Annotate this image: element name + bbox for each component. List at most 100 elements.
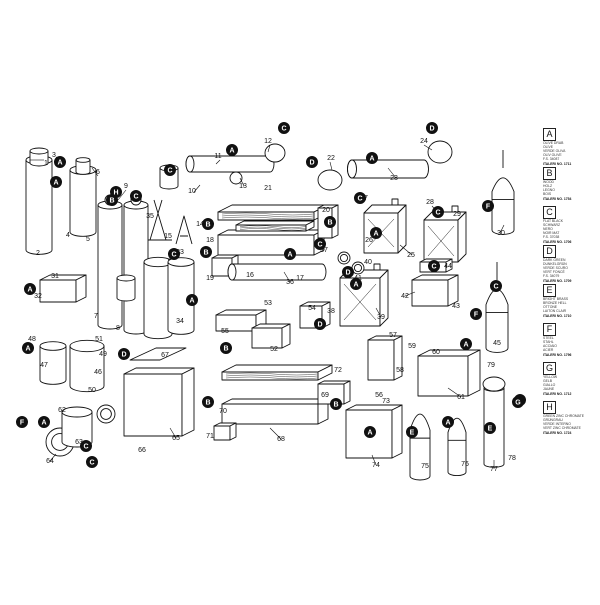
colour-callout-a: A — [226, 144, 238, 156]
colour-callout-a: A — [460, 338, 472, 350]
part-number: 51 — [95, 336, 103, 343]
drum-49 — [69, 339, 105, 393]
legend-colour-name: F.S. 37038 — [543, 235, 560, 239]
legend-key-e: E — [543, 284, 556, 297]
colour-callout-letter: A — [353, 282, 358, 289]
part-number: 54 — [308, 305, 316, 312]
colour-callout-letter: A — [367, 430, 372, 437]
part-number: 20 — [322, 207, 330, 214]
colour-callout-letter: B — [205, 400, 210, 407]
legend-paint-ref: ITALERI NO. 1754 — [543, 197, 572, 201]
part-number: 38 — [327, 308, 335, 315]
cap-37 — [337, 251, 351, 265]
end-cap-12 — [264, 143, 286, 163]
part-number: 25 — [407, 252, 415, 259]
legend-colour-name: F.S. 34079 — [543, 274, 560, 278]
part-number: 10 — [188, 188, 196, 195]
part-number: 77 — [490, 466, 498, 473]
part-number: 56 — [375, 392, 383, 399]
legend-key-g: G — [543, 362, 556, 375]
legend-colour-name: JAUNE — [543, 387, 555, 391]
parts-drawings — [25, 140, 515, 481]
part-number: 21 — [264, 185, 272, 192]
drum-47 — [39, 341, 67, 385]
legend-colour-name: ACCIAIO — [543, 344, 557, 348]
leader-line — [117, 189, 127, 201]
part-number: 45 — [493, 340, 501, 347]
leader-line — [91, 167, 99, 177]
leader-line — [49, 453, 57, 462]
part-number: 71 — [206, 433, 214, 440]
colour-callout-letter: B — [327, 220, 332, 227]
part-number: 65 — [172, 435, 180, 442]
part-number: 31 — [51, 273, 59, 280]
shell-30 — [491, 177, 515, 235]
cap-40 — [351, 261, 365, 275]
jerry-can-28 — [423, 205, 467, 263]
part-number: 30 — [497, 230, 505, 237]
colour-callout-letter: A — [41, 420, 46, 427]
legend-key-h: H — [543, 401, 556, 414]
part-number: 70 — [219, 408, 227, 415]
colour-callout-letter: E — [488, 426, 493, 433]
part-number: 13 — [239, 183, 247, 190]
colour-callout-a: A — [50, 176, 62, 188]
colour-callout-letter: C — [83, 444, 88, 451]
legend-colour-name: GELB — [543, 379, 553, 383]
crate-lid-69 — [221, 364, 333, 381]
colour-callout-c: C — [278, 122, 290, 134]
colour-callout-b: B — [202, 396, 214, 408]
helmet-22 — [317, 169, 343, 191]
legend-colour-name: OLIVE DRAB — [543, 141, 564, 145]
part-number: 9 — [124, 183, 128, 190]
part-number: 39 — [377, 314, 385, 321]
colour-callout-letter: D — [317, 322, 322, 329]
colour-callout-letter: D — [429, 126, 434, 133]
crate-body-68 — [221, 398, 329, 425]
colour-callout-letter: E — [410, 430, 415, 437]
leader-line — [387, 167, 397, 179]
colour-callout-letter: D — [309, 160, 314, 167]
colour-callout-d: D — [118, 348, 130, 360]
colour-callout-d: D — [342, 266, 354, 278]
colour-callout-f: F — [482, 200, 494, 212]
colour-callout-letter: C — [431, 264, 436, 271]
colour-callout-letter: A — [445, 420, 450, 427]
part-number: 49 — [99, 351, 107, 358]
part-number: 36 — [286, 279, 294, 286]
crate-65 — [123, 367, 195, 437]
colour-callout-c: C — [80, 440, 92, 452]
legend-colour-name: GRÜNGRAU — [543, 418, 563, 422]
colour-callout-letter: A — [229, 148, 234, 155]
part-number: 64 — [46, 458, 54, 465]
colour-callout-letter: B — [333, 402, 338, 409]
part-number: 17 — [296, 275, 304, 282]
crate-lid-21 — [217, 204, 329, 221]
crate-74 — [345, 404, 403, 459]
round-tube-4 — [69, 165, 97, 237]
leader-line — [267, 144, 271, 153]
legend-colour-name: NOIR MAT — [543, 231, 560, 235]
colour-callout-letter: B — [205, 222, 210, 229]
part-number: 53 — [264, 300, 272, 307]
colour-callout-f: F — [470, 308, 482, 320]
colour-callout-c: C — [168, 248, 180, 260]
legend-paint-ref: ITALERI NO. 1709 — [543, 279, 572, 283]
legend-paint-ref: ITALERI NO. 1712 — [543, 392, 572, 396]
cap-24 — [427, 140, 453, 164]
colour-callout-b: B — [330, 398, 342, 410]
legend-key-d: D — [543, 245, 556, 258]
part-number: 24 — [420, 138, 428, 145]
part-number: 19 — [206, 275, 214, 282]
part-number: 1 — [44, 160, 48, 167]
legend-colour-name: DARK GREEN — [543, 258, 566, 262]
legend-colour-name: SCHWARZ — [543, 223, 561, 227]
crate-52 — [251, 323, 291, 349]
legend-key-f: F — [543, 323, 556, 336]
legend-paint-ref: ITALERI NO. 1711 — [543, 162, 572, 166]
part-number: 3 — [52, 152, 56, 159]
colour-callout-letter: A — [25, 346, 30, 353]
rocket-23 — [347, 159, 429, 179]
